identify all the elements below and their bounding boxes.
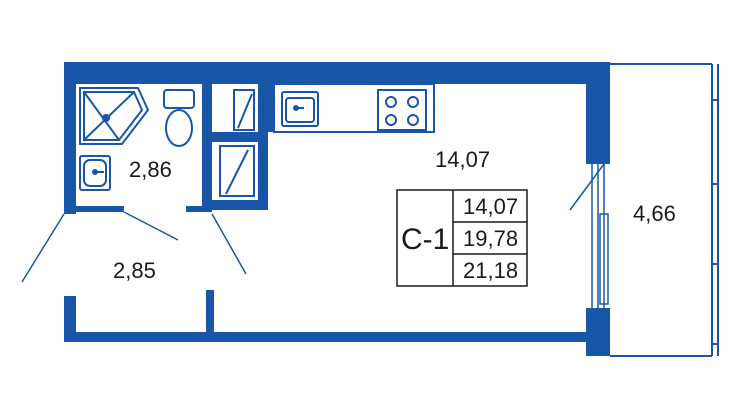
wardrobe-icon <box>219 89 255 197</box>
kitchen-sink-icon <box>281 91 319 127</box>
doors <box>21 163 605 283</box>
area-total: 19,78 <box>463 226 518 251</box>
walls <box>64 62 610 356</box>
area-total-with-balcony: 21,18 <box>463 258 518 283</box>
room-label-balcony: 4,66 <box>633 201 676 226</box>
apartment-type: С-1 <box>401 223 449 256</box>
room-label-bathroom: 2,86 <box>129 157 172 182</box>
balcony-door <box>591 164 609 308</box>
sink-icon <box>79 155 111 191</box>
toilet-icon <box>163 89 195 147</box>
room-label-hallway: 2,85 <box>113 258 156 283</box>
room-label-living: 14,07 <box>435 147 490 172</box>
kitchen-counter <box>273 83 435 133</box>
balcony <box>610 63 719 357</box>
area-table <box>396 189 528 287</box>
area-living: 14,07 <box>463 194 518 219</box>
shower-icon <box>79 87 150 145</box>
stove-icon <box>377 89 427 131</box>
